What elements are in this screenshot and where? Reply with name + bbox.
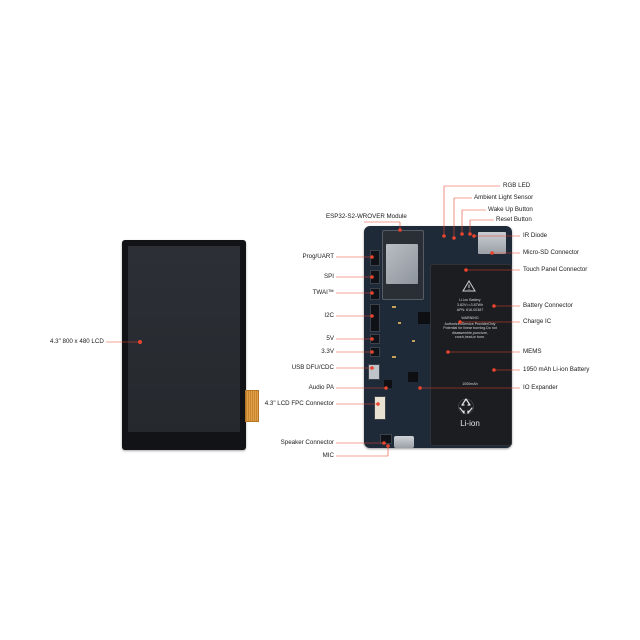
recycle-icon	[458, 398, 474, 415]
smd-component	[392, 306, 396, 308]
audio-pa-chip	[384, 380, 392, 388]
label-twai: TWAI™	[312, 289, 334, 296]
label-lcd-fpc: 4.3" LCD FPC Connector	[264, 400, 334, 407]
label-usb-dfu: USB DFU/CDC	[291, 364, 334, 371]
label-esp32-module: ESP32-S2-WROVER Module	[326, 213, 407, 220]
charge-ic-chip	[418, 312, 430, 324]
lcd-fpc-connector	[374, 396, 386, 420]
label-lcd: 4.3" 800 x 480 LCD	[50, 338, 104, 345]
smd-component	[398, 322, 401, 324]
label-wake-up: Wake Up Button	[488, 206, 533, 213]
li-ion-battery	[430, 264, 512, 446]
lcd-screen	[128, 246, 240, 432]
battery-chemistry: Li-ion	[460, 419, 480, 428]
label-audio-pa: Audio PA	[308, 384, 334, 391]
battery-pn: APN: 616-00387	[456, 308, 484, 312]
header-prog	[370, 250, 380, 266]
battery-capacity: 1000mAh	[462, 382, 478, 386]
label-mems: MEMS	[523, 348, 542, 355]
smd-component	[412, 340, 415, 342]
label-ambient-light: Ambient Light Sensor	[474, 194, 534, 201]
label-rgb-led: RGB LED	[503, 182, 531, 189]
smd-component	[392, 356, 396, 358]
header-i2c	[370, 304, 380, 332]
header-twai	[370, 288, 380, 300]
label-i2c: I2C	[324, 312, 334, 319]
io-expander-chip	[408, 372, 418, 382]
label-prog-uart: Prog/UART	[302, 253, 334, 260]
label-spi: SPI	[324, 273, 334, 280]
label-mic: MIC	[322, 452, 334, 459]
battery-spec: 3.82V==3.87Wh	[457, 303, 483, 307]
battery-title: Li-ion Battery	[459, 298, 481, 302]
label-reset: Reset Button	[496, 216, 532, 223]
speaker-connector	[380, 434, 392, 444]
lcd-display	[122, 240, 246, 450]
label-5v: 5V	[326, 335, 334, 342]
battery-note: AuthorizedService ProviderOnly Potential…	[443, 322, 497, 340]
label-io-expander: IO Expander	[523, 384, 558, 391]
label-battery-connector: Battery Connector	[523, 302, 573, 309]
battery-warning: WARNING	[461, 316, 479, 320]
usb-c-port	[394, 436, 414, 448]
label-charge-ic: Charge IC	[523, 318, 552, 325]
label-battery: 1950 mAh Li-ion Battery	[523, 366, 590, 373]
esp32-shield	[386, 244, 418, 284]
micro-sd-slot	[478, 232, 506, 254]
warning-icon	[462, 280, 476, 292]
label-speaker: Speaker Connector	[280, 439, 334, 446]
label-3v3: 3.3V	[321, 348, 334, 355]
label-touch-panel: Touch Panel Connector	[523, 266, 588, 273]
label-ir-diode: IR Diode	[523, 232, 548, 239]
lcd-fpc-cable	[245, 390, 259, 422]
label-micro-sd: Micro-SD Connector	[523, 249, 580, 256]
